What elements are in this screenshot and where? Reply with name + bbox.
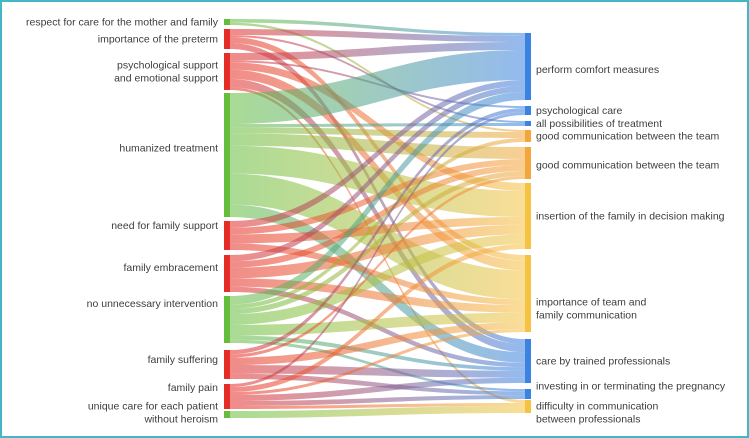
sankey-link-psych_support-to-perform_comfort[interactable] <box>230 42 525 61</box>
sankey-link-family_embracement-to-insertion_family[interactable] <box>230 224 525 279</box>
sankey-node-label-no_unnecessary: no unnecessary intervention <box>87 298 218 310</box>
sankey-node-label-insertion_family: insertion of the family in decision maki… <box>536 211 725 223</box>
sankey-node-psych_support[interactable] <box>224 53 230 90</box>
sankey-link-humanized-to-good_comm_2[interactable] <box>230 133 525 159</box>
sankey-node-need_family[interactable] <box>224 221 230 250</box>
sankey-node-family_embracement[interactable] <box>224 255 230 292</box>
sankey-link-family_suffering-to-investing[interactable] <box>230 373 525 396</box>
sankey-node-family_suffering[interactable] <box>224 350 230 379</box>
sankey-node-label-family_suffering: family suffering <box>148 354 219 366</box>
sankey-node-difficulty_comm[interactable] <box>525 400 531 413</box>
sankey-node-label-family_pain: family pain <box>168 382 218 394</box>
sankey-link-no_unnecessary-to-care_trained[interactable] <box>230 335 525 371</box>
sankey-link-family_pain-to-difficulty_comm[interactable] <box>230 403 525 409</box>
sankey-link-need_family-to-importance_team[interactable] <box>230 243 525 306</box>
sankey-node-label-respect_care: respect for care for the mother and fami… <box>26 17 219 29</box>
sankey-node-label-humanized: humanized treatment <box>119 143 218 155</box>
sankey-link-family_pain-to-importance_team[interactable] <box>230 329 525 395</box>
sankey-node-all_possibilities[interactable] <box>525 121 531 126</box>
sankey-link-no_unnecessary-to-good_comm_2[interactable] <box>230 171 525 315</box>
sankey-node-importance_preterm[interactable] <box>224 29 230 49</box>
sankey-node-label-psych_care: psychological care <box>536 105 623 117</box>
sankey-node-unique_care[interactable] <box>224 411 230 418</box>
sankey-link-need_family-to-perform_comfort[interactable] <box>230 80 525 228</box>
sankey-node-label-perform_comfort: perform comfort measures <box>536 64 659 76</box>
sankey-link-family_suffering-to-good_comm_2[interactable] <box>230 176 525 358</box>
sankey-link-no_unnecessary-to-perform_comfort[interactable] <box>230 92 525 305</box>
sankey-node-perform_comfort[interactable] <box>525 33 531 100</box>
sankey-node-label-good_comm_2: good communication between the team <box>536 160 720 172</box>
sankey-node-label-family_embracement: family embracement <box>123 262 218 274</box>
sankey-link-family_embracement-to-perform_comfort[interactable] <box>230 86 525 262</box>
sankey-node-label-need_family: need for family support <box>111 220 218 232</box>
sankey-node-label-investing: investing in or terminating the pregnanc… <box>536 381 726 393</box>
sankey-link-family_suffering-to-importance_team[interactable] <box>230 322 525 366</box>
sankey-link-importance_preterm-to-perform_comfort[interactable] <box>230 29 525 42</box>
sankey-link-family_pain-to-insertion_family[interactable] <box>230 244 525 392</box>
sankey-node-psych_care[interactable] <box>525 106 531 115</box>
sankey-link-no_unnecessary-to-importance_team[interactable] <box>230 312 525 336</box>
sankey-node-humanized[interactable] <box>224 93 230 217</box>
sankey-link-no_unnecessary-to-investing[interactable] <box>230 339 525 392</box>
sankey-node-importance_team[interactable] <box>525 255 531 332</box>
sankey-link-no_unnecessary-to-good_comm_1[interactable] <box>230 138 525 309</box>
sankey-link-no_unnecessary-to-insertion_family[interactable] <box>230 234 525 325</box>
sankey-node-good_comm_2[interactable] <box>525 147 531 179</box>
sankey-node-insertion_family[interactable] <box>525 183 531 249</box>
sankey-link-family_suffering-to-psych_care[interactable] <box>230 108 525 355</box>
sankey-link-family_pain-to-care_trained[interactable] <box>230 377 525 401</box>
sankey-node-label-importance_preterm: importance of the preterm <box>98 34 218 46</box>
sankey-link-humanized-to-perform_comfort[interactable] <box>230 50 525 124</box>
sankey-link-family_embracement-to-good_comm_2[interactable] <box>230 165 525 268</box>
sankey-node-investing[interactable] <box>525 389 531 399</box>
sankey-link-unique_care-to-difficulty_comm[interactable] <box>230 406 525 418</box>
sankey-node-respect_care[interactable] <box>224 19 230 25</box>
sankey-link-family_suffering-to-care_trained[interactable] <box>230 365 525 378</box>
sankey-node-good_comm_1[interactable] <box>525 130 531 142</box>
sankey-link-humanized-to-good_comm_1[interactable] <box>230 127 525 138</box>
sankey-node-care_trained[interactable] <box>525 339 531 383</box>
sankey-link-respect_care-to-perform_comfort[interactable] <box>230 19 525 36</box>
sankey-node-label-care_trained: care by trained professionals <box>536 356 670 368</box>
sankey-node-label-good_comm_1: good communication between the team <box>536 131 720 143</box>
sankey-node-no_unnecessary[interactable] <box>224 296 230 343</box>
sankey-node-label-all_possibilities: all possibilities of treatment <box>536 118 662 130</box>
sankey-link-family_pain-to-investing[interactable] <box>230 395 525 406</box>
sankey-link-family_pain-to-psych_care[interactable] <box>230 112 525 387</box>
sankey-node-family_pain[interactable] <box>224 384 230 409</box>
